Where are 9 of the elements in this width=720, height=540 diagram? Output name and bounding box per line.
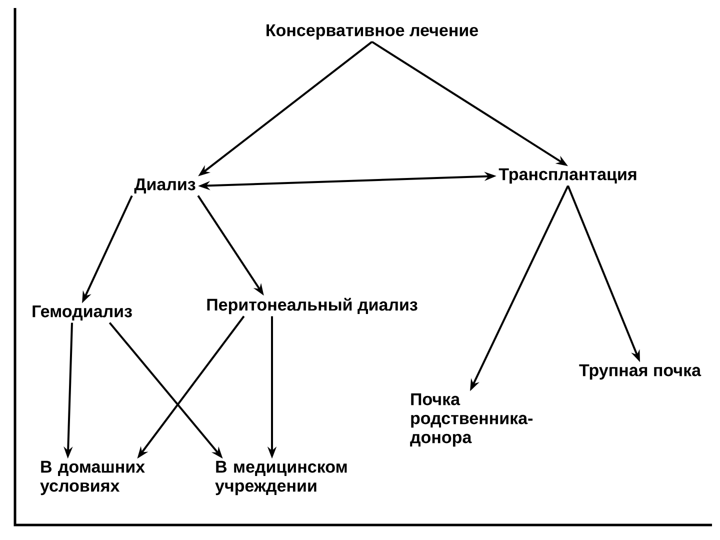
- node-label: В медицинском учреждении: [215, 460, 347, 496]
- node-label: Трансплантация: [498, 168, 636, 184]
- node-label: Диализ: [134, 178, 196, 194]
- node-label: Почка родственника-донора: [410, 393, 533, 447]
- node-label: Трупная почка: [579, 364, 702, 380]
- node-label: Консервативное лечение: [266, 24, 478, 40]
- node-label: Перитонеальный диализ: [207, 298, 418, 314]
- node-label: В домашних условиях: [40, 460, 145, 496]
- node-label: Гемодиализ: [32, 305, 132, 321]
